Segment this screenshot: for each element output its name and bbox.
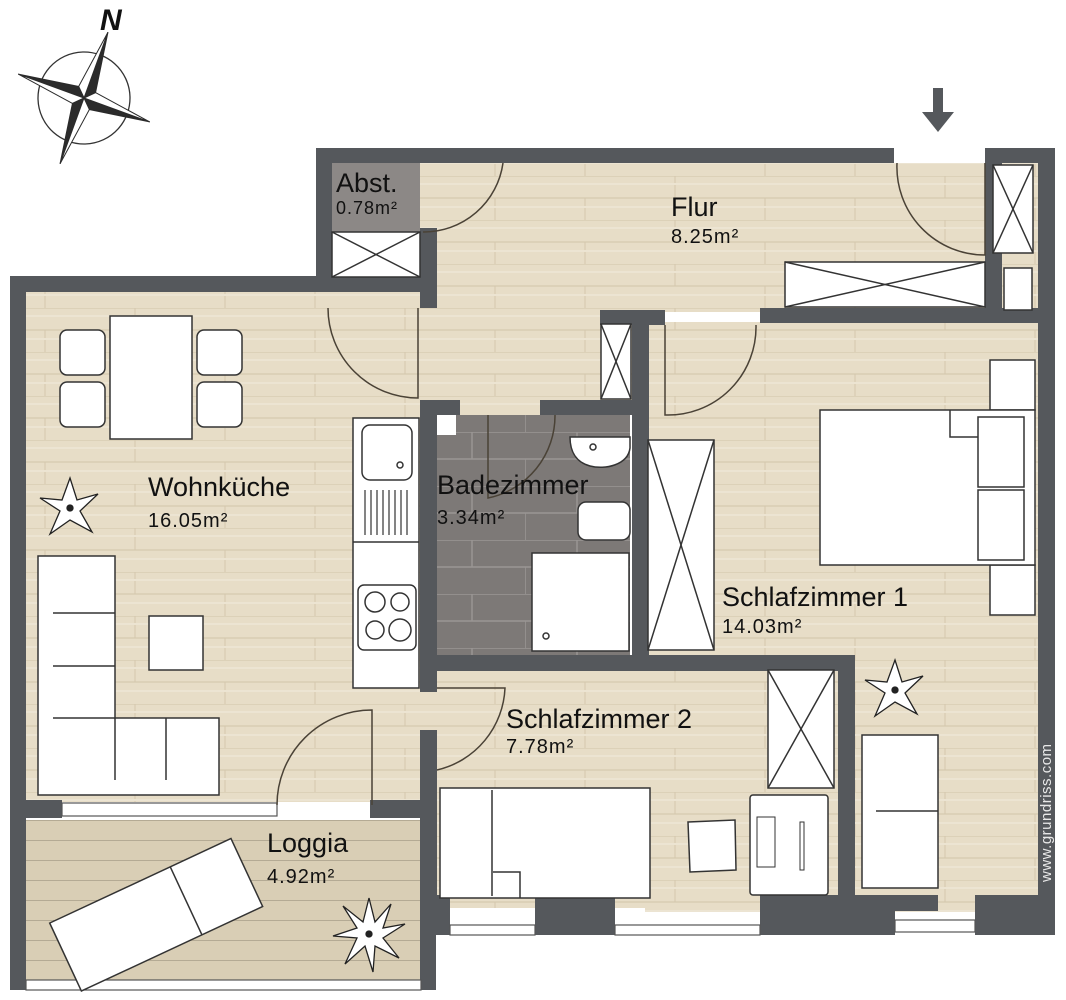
door-loggia	[276, 709, 373, 806]
monitor	[799, 821, 805, 871]
door-entrance	[896, 162, 986, 256]
room-label-schlafzimmer1: Schlafzimmer 1 14.03m²	[722, 582, 909, 638]
closet-flur-right	[992, 164, 1034, 254]
room-name: Badezimmer	[437, 470, 589, 500]
room-name: Loggia	[267, 828, 349, 858]
coffee-table	[148, 615, 204, 671]
door-abst	[422, 162, 504, 233]
room-area: 16.05m²	[148, 510, 229, 532]
nightstand	[989, 359, 1036, 411]
sofa-l	[37, 555, 220, 796]
door-bath	[487, 414, 556, 499]
shaft-flur	[1003, 267, 1033, 311]
sink	[361, 424, 413, 481]
room-name: Flur	[671, 192, 718, 222]
chair	[59, 329, 106, 376]
toilet	[577, 501, 631, 541]
room-area: 7.78m²	[506, 736, 575, 758]
plant-icon	[332, 897, 406, 973]
windows	[25, 802, 976, 991]
dining-table	[109, 315, 193, 440]
compass-rose-icon	[17, 31, 151, 165]
room-label-wohnkueche: Wohnküche 16.05m²	[148, 472, 291, 532]
room-name: Schlafzimmer 2	[506, 704, 693, 734]
door-schlafzimmer2	[436, 687, 506, 771]
furniture	[37, 315, 1036, 993]
wardrobe-sz1	[647, 439, 715, 651]
room-area: 8.25m²	[671, 226, 740, 248]
door-wohnkueche	[327, 307, 419, 399]
closet-abst	[331, 231, 421, 278]
keyboard	[756, 816, 776, 868]
room-name: Schlafzimmer 1	[722, 582, 909, 612]
washbasin	[569, 436, 631, 469]
room-area: 0.78m²	[336, 198, 399, 218]
single-bed	[439, 787, 651, 899]
chair	[196, 381, 243, 428]
door-schlafzimmer1	[664, 324, 757, 416]
room-area: 14.03m²	[722, 616, 803, 638]
compass-north-label: N	[100, 4, 122, 37]
room-label-schlafzimmer2: Schlafzimmer 2 7.78m²	[506, 704, 693, 758]
room-label-loggia: Loggia 4.92m²	[267, 828, 349, 888]
room-name: Wohnküche	[148, 472, 291, 502]
watermark-text: www.grundriss.com	[1038, 743, 1055, 882]
closet-flur-long	[784, 261, 986, 308]
room-area: 4.92m²	[267, 866, 336, 888]
plant-icons	[39, 475, 924, 973]
closet-shaft	[600, 323, 632, 400]
chair	[59, 381, 106, 428]
entrance-opening	[894, 148, 985, 163]
room-area: 3.34m²	[437, 507, 506, 529]
room-label-badezimmer: Badezimmer 3.34m²	[437, 470, 589, 529]
desk-chair	[687, 819, 737, 873]
plant-icon	[864, 657, 924, 718]
closets	[331, 164, 1034, 789]
doors	[276, 162, 986, 806]
room-label-abst: Abst. 0.78m²	[336, 168, 399, 218]
floor-abst	[332, 162, 420, 232]
chair	[196, 329, 243, 376]
wardrobe-sz2	[767, 669, 835, 789]
plant-icon	[39, 475, 99, 536]
stove	[357, 584, 417, 651]
room-name: Abst.	[336, 168, 398, 198]
entrance-arrow-icon	[922, 88, 954, 132]
nightstand	[989, 564, 1036, 616]
sun-lounger	[48, 837, 264, 993]
room-label-flur: Flur 8.25m²	[671, 192, 740, 248]
